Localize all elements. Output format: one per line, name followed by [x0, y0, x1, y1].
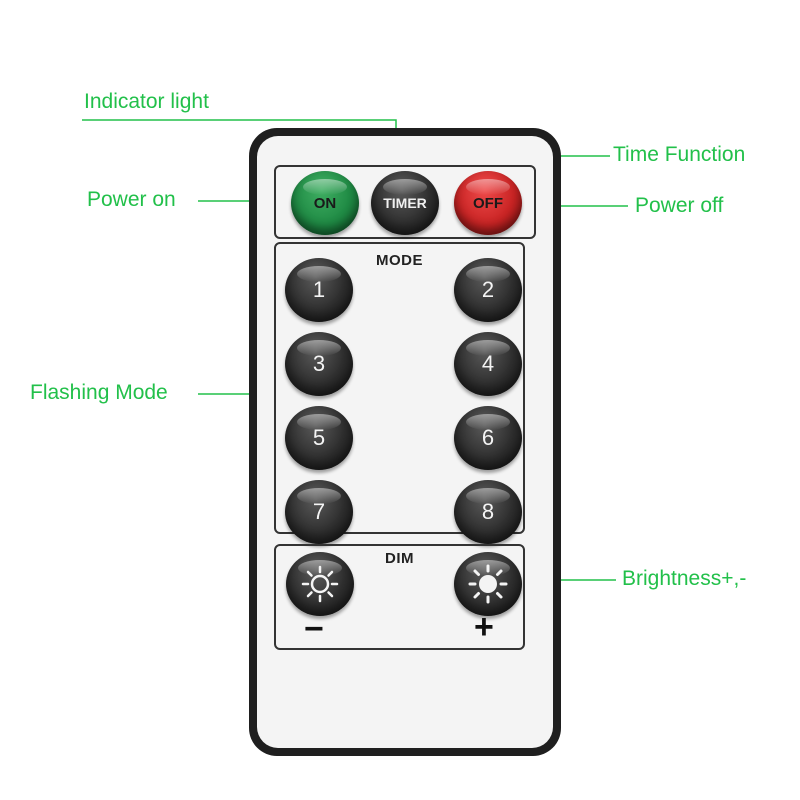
mode-panel: MODE 1 2 3 4 5 6 7 8: [274, 242, 525, 544]
timer-button[interactable]: TIMER: [371, 171, 439, 235]
callout-time-function: Time Function: [613, 143, 746, 166]
on-button[interactable]: ON: [291, 171, 359, 235]
mode-button-2[interactable]: 2: [454, 258, 522, 322]
dim-minus-sign: −: [304, 610, 324, 648]
callout-brightness: Brightness+,-: [622, 567, 747, 590]
mode-button-3[interactable]: 3: [285, 332, 353, 396]
callout-flashing-mode: Flashing Mode: [30, 381, 168, 404]
dim-panel-label: DIM: [385, 550, 414, 567]
mode-button-5-label: 5: [312, 425, 326, 450]
mode-button-3-label: 3: [312, 351, 326, 376]
mode-button-8[interactable]: 8: [454, 480, 522, 544]
power-panel: ON TIMER OFF: [274, 165, 536, 239]
mode-button-4-label: 4: [481, 351, 495, 376]
mode-button-8-label: 8: [481, 499, 495, 524]
mode-button-7[interactable]: 7: [285, 480, 353, 544]
remote-control: ON TIMER OFF MODE 1 2 3 4: [249, 128, 561, 756]
sun-outline-icon: [301, 565, 339, 603]
sun-filled-icon: [468, 564, 508, 604]
callout-power-on: Power on: [87, 188, 176, 211]
dim-minus-button[interactable]: [286, 552, 354, 616]
mode-button-1[interactable]: 1: [285, 258, 353, 322]
off-button-label: OFF: [473, 194, 503, 212]
mode-panel-label: MODE: [376, 252, 423, 269]
dim-plus-button[interactable]: [454, 552, 522, 616]
callout-power-off: Power off: [635, 194, 724, 217]
timer-button-label: TIMER: [383, 195, 427, 211]
on-button-label: ON: [313, 194, 337, 212]
mode-button-7-label: 7: [312, 499, 326, 524]
mode-button-1-label: 1: [312, 277, 326, 302]
mode-button-6-label: 6: [481, 425, 495, 450]
mode-button-5[interactable]: 5: [285, 406, 353, 470]
callout-indicator-light: Indicator light: [84, 90, 209, 113]
dim-panel: DIM: [274, 544, 525, 650]
mode-button-2-label: 2: [481, 277, 495, 302]
dim-plus-sign: +: [474, 608, 494, 646]
mode-button-6[interactable]: 6: [454, 406, 522, 470]
mode-button-4[interactable]: 4: [454, 332, 522, 396]
remote-face: ON TIMER OFF MODE 1 2 3 4: [257, 136, 553, 748]
off-button[interactable]: OFF: [454, 171, 522, 235]
